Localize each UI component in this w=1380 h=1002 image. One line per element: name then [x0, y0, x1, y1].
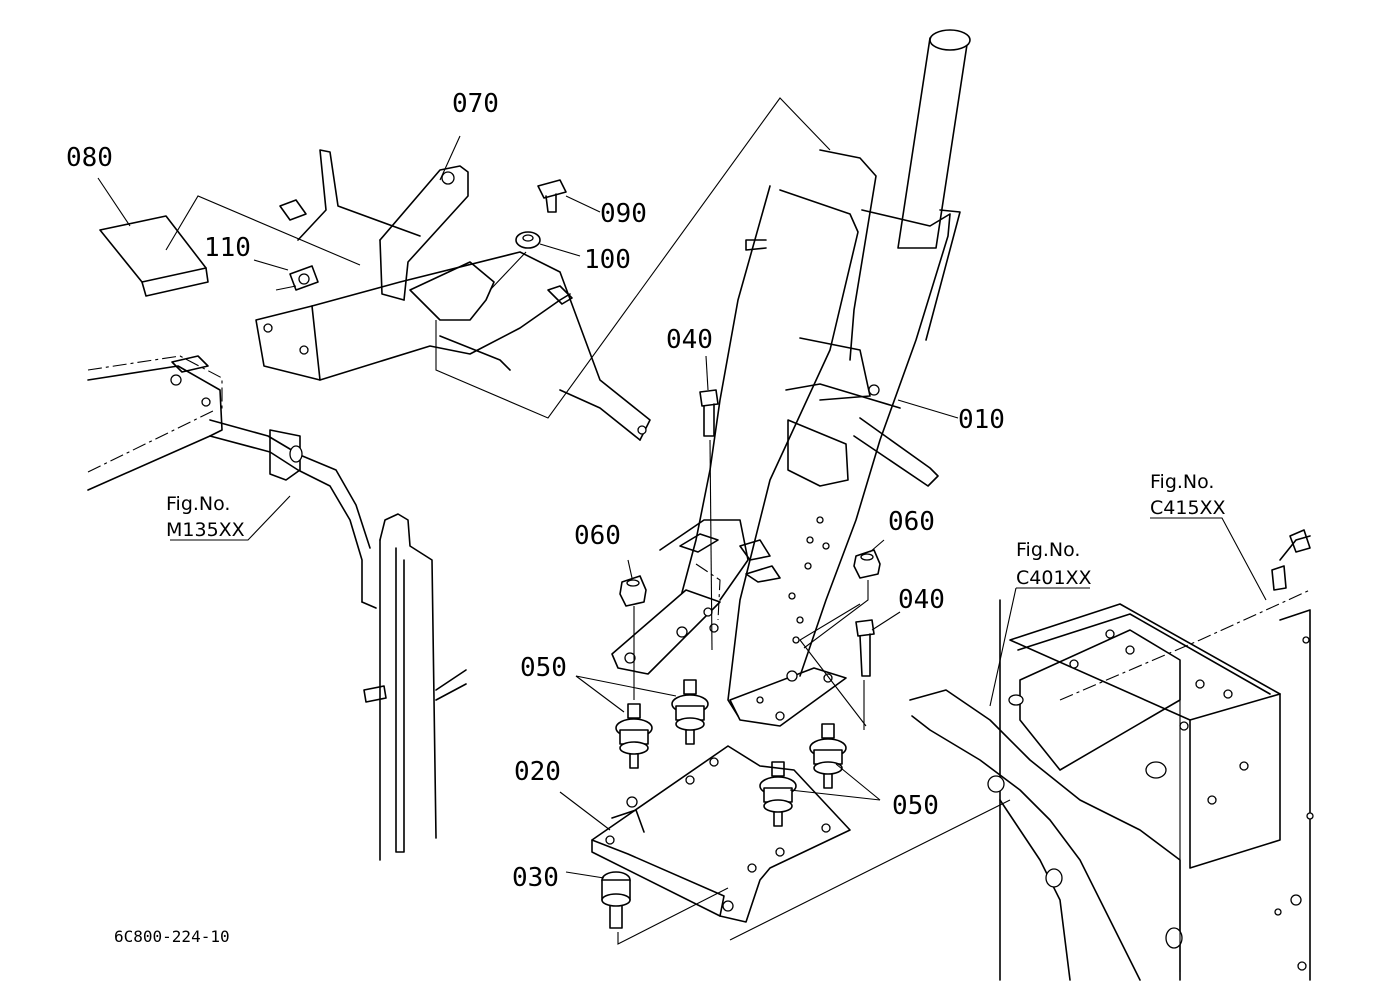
callout-080: 080 [66, 143, 113, 173]
callout-040-upper: 040 [666, 325, 713, 355]
callout-labels: 010 020 030 040 040 050 050 060 060 070 … [66, 89, 1005, 893]
figref-m135-code: M135XX [166, 519, 245, 541]
callout-110: 110 [204, 233, 251, 263]
callout-060-left: 060 [574, 521, 621, 551]
figure-reference-labels: Fig.No. M135XX Fig.No. C401XX Fig.No. C4… [166, 471, 1226, 589]
document-number: 6C800-224-10 [114, 927, 230, 946]
transmission-drawing [909, 517, 1314, 981]
figref-m135-label: Fig.No. [166, 493, 230, 515]
figref-c415-label: Fig.No. [1150, 471, 1214, 493]
figref-c401-code: C401XX [1016, 567, 1092, 589]
callout-020: 020 [514, 757, 561, 787]
callout-010: 010 [958, 405, 1005, 435]
callout-060-right: 060 [888, 507, 935, 537]
callout-090: 090 [600, 199, 647, 229]
base-plate-drawing [559, 745, 1011, 941]
callout-070: 070 [452, 89, 499, 119]
callout-030: 030 [512, 863, 559, 893]
callout-050-left: 050 [520, 653, 567, 683]
callout-040-lower: 040 [898, 585, 945, 615]
figref-c401-label: Fig.No. [1016, 539, 1080, 561]
lever-stand-drawing [611, 29, 971, 727]
figref-c415-code: C415XX [1150, 497, 1226, 519]
cab-frame-drawing [87, 355, 467, 861]
callout-050-right: 050 [892, 791, 939, 821]
callout-100: 100 [584, 245, 631, 275]
hardware-drawing [565, 355, 901, 945]
upper-bracket-drawing [97, 97, 831, 441]
